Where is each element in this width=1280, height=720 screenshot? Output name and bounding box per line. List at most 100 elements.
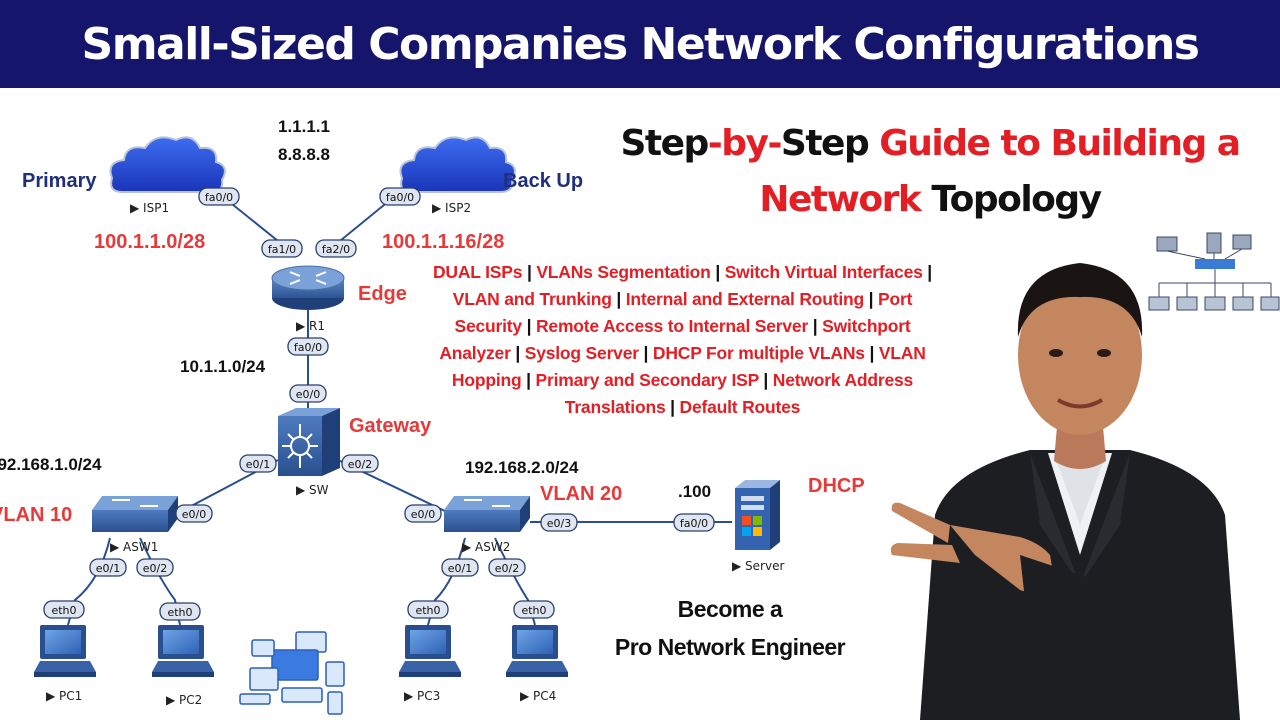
feature-item: VLAN Hopping: [451, 343, 926, 390]
features-list: DUAL ISPs | VLANs Segmentation | Switch …: [425, 259, 940, 421]
pc3-label: ▶ PC3: [404, 689, 440, 703]
tagline-line-2: Pro Network Engineer: [614, 634, 846, 660]
feature-separator: |: [638, 343, 653, 363]
asw1-switch-icon: [92, 496, 178, 532]
dns-ip-1: 1.1.1.1: [278, 117, 330, 136]
port-asw2-e0-3: e0/3: [540, 513, 578, 532]
vlan20-label: VLAN 20: [540, 483, 622, 505]
vlan10-network-label: 192.168.1.0/24: [0, 455, 102, 474]
pc1-label: ▶ PC1: [46, 689, 82, 703]
port-sw-e0-1: e0/1: [239, 454, 277, 473]
svg-text:fa0/0: fa0/0: [680, 517, 708, 530]
pc3-computer-icon: [399, 625, 461, 677]
feature-item: Default Routes: [679, 397, 801, 417]
r1-label: ▶ R1: [296, 319, 325, 333]
pc2-computer-icon: [152, 625, 214, 677]
port-isp1-fa0-0: fa0/0: [198, 187, 240, 206]
title-banner: Small-Sized Companies Network Configurat…: [0, 0, 1280, 88]
asw2-switch-icon: [444, 496, 530, 532]
pc4-label: ▶ PC4: [520, 689, 556, 703]
headline: Step-by-Step Guide to Building a Network…: [600, 116, 1260, 228]
port-asw2-e0-1: e0/1: [441, 558, 479, 577]
pc1-computer-icon: [34, 625, 96, 677]
devices-illustration-icon: [239, 631, 345, 715]
network-illustration-icon: [1148, 232, 1280, 311]
feature-separator: |: [521, 316, 536, 336]
feature-item: VLAN and Trunking: [452, 289, 612, 309]
feature-item: VLANs Segmentation: [536, 262, 711, 282]
port-asw1-e0-2: e0/2: [136, 558, 174, 577]
svg-text:e0/2: e0/2: [348, 458, 372, 471]
feature-item: Port Security: [454, 289, 913, 336]
dns-ip-2: 8.8.8.8: [278, 145, 330, 164]
feature-item: Switch Virtual Interfaces: [724, 262, 923, 282]
vlan20-network-label: 192.168.2.0/24: [465, 458, 579, 477]
feature-separator: |: [758, 370, 773, 390]
feature-item: Primary and Secondary ISP: [535, 370, 759, 390]
feature-item: Internal and External Routing: [625, 289, 865, 309]
asw1-label: ▶ ASW1: [110, 540, 158, 554]
svg-text:eth0: eth0: [167, 606, 192, 619]
headline-line-2: Network Topology: [759, 179, 1102, 220]
presenter-photo: [890, 263, 1240, 720]
dhcp-label: DHCP: [808, 475, 865, 497]
tagline: Become a Pro Network Engineer: [580, 590, 880, 666]
feature-separator: |: [521, 370, 536, 390]
svg-text:e0/0: e0/0: [296, 388, 320, 401]
primary-label: Primary: [22, 170, 97, 192]
sw-multilayer-switch-icon: [278, 408, 340, 476]
svg-text:e0/3: e0/3: [547, 517, 571, 530]
port-sw-e0-2: e0/2: [341, 454, 379, 473]
pc2-label: ▶ PC2: [166, 693, 202, 707]
feature-item: Network Address Translations: [564, 370, 914, 417]
feature-item: Remote Access to Internal Server: [535, 316, 809, 336]
feature-separator: |: [611, 289, 626, 309]
svg-text:e0/1: e0/1: [96, 562, 120, 575]
port-pc1-eth0: eth0: [43, 600, 85, 619]
svg-text:e0/2: e0/2: [495, 562, 519, 575]
svg-text:e0/1: e0/1: [448, 562, 472, 575]
svg-text:eth0: eth0: [51, 604, 76, 617]
link-asw2-pc3: [427, 537, 466, 626]
port-r1-fa1-0: fa1/0: [261, 239, 303, 258]
isp2-label: ▶ ISP2: [432, 201, 471, 215]
asw2-label: ▶ ASW2: [462, 540, 510, 554]
svg-text:eth0: eth0: [415, 604, 440, 617]
link-asw2-pc4: [494, 537, 536, 626]
port-r1-fa0-0: fa0/0: [287, 337, 329, 356]
port-r1-fa2-0: fa2/0: [315, 239, 357, 258]
feature-separator: |: [922, 262, 932, 282]
r1-router-icon: [271, 265, 345, 310]
port-asw2-e0-2: e0/2: [488, 558, 526, 577]
port-pc3-eth0: eth0: [407, 600, 449, 619]
port-sw-e0-0: e0/0: [289, 384, 327, 403]
feature-separator: |: [864, 289, 879, 309]
svg-text:e0/2: e0/2: [143, 562, 167, 575]
server-label: ▶ Server: [732, 559, 784, 573]
port-asw1-e0-1: e0/1: [89, 558, 127, 577]
feature-separator: |: [808, 316, 823, 336]
backup-network-label: 100.1.1.16/28: [382, 231, 504, 253]
svg-text:e0/0: e0/0: [182, 508, 206, 521]
pc4-computer-icon: [506, 625, 568, 677]
port-asw1-e0-0: e0/0: [175, 504, 213, 523]
port-pc2-eth0: eth0: [159, 602, 201, 621]
isp1-label: ▶ ISP1: [130, 201, 169, 215]
port-isp2-fa0-0: fa0/0: [379, 187, 421, 206]
port-pc4-eth0: eth0: [513, 600, 555, 619]
core-network-label: 10.1.1.0/24: [180, 357, 266, 376]
svg-text:fa1/0: fa1/0: [268, 243, 296, 256]
link-asw1-pc2: [139, 537, 181, 626]
backup-label: Back Up: [503, 170, 583, 192]
primary-network-label: 100.1.1.0/28: [94, 231, 205, 253]
feature-item: DHCP For multiple VLANs: [652, 343, 865, 363]
sw-label: ▶ SW: [296, 483, 329, 497]
feature-separator: |: [665, 397, 680, 417]
feature-separator: |: [864, 343, 879, 363]
svg-text:e0/1: e0/1: [246, 458, 270, 471]
edge-label: Edge: [358, 283, 407, 305]
feature-item: DUAL ISPs: [432, 262, 523, 282]
vlan10-label: VLAN 10: [0, 504, 72, 526]
svg-text:e0/0: e0/0: [411, 508, 435, 521]
